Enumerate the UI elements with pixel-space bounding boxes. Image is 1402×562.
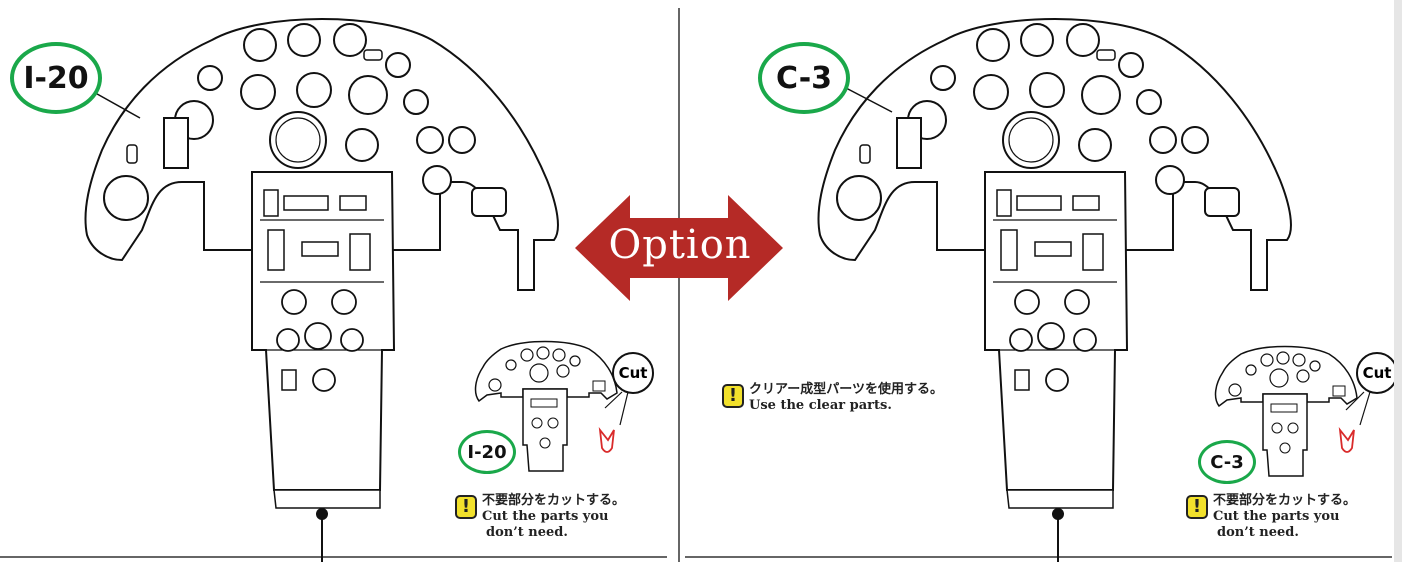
inset-label-c3: C-3	[1198, 440, 1256, 484]
page-edge-strip	[1394, 0, 1402, 562]
right-cut-badge: Cut	[1356, 352, 1398, 394]
inset-label-i20: I-20	[458, 430, 516, 474]
right-note-en-2: don’t need.	[1217, 525, 1299, 540]
right-cut-note: ! 不要部分をカットする。 Cut the parts you don’t ne…	[1186, 493, 1356, 541]
c3-leader-line	[845, 87, 893, 113]
clear-note-en: Use the clear parts.	[749, 398, 892, 413]
part-label-i20: I-20	[10, 42, 102, 114]
warning-icon: !	[455, 495, 477, 519]
clear-parts-note: ! クリアー成型パーツを使用する。 Use the clear parts.	[722, 382, 943, 414]
option-double-arrow	[575, 195, 783, 301]
right-note-en-1: Cut the parts you	[1213, 509, 1340, 524]
part-label-c3: C-3	[758, 42, 850, 114]
left-cut-note: ! 不要部分をカットする。 Cut the parts you don’t ne…	[455, 493, 625, 541]
panel-drawing-c3	[817, 9, 1292, 509]
i20-leader-line	[89, 89, 141, 119]
left-note-en-2: don’t need.	[486, 525, 568, 540]
left-cut-badge: Cut	[612, 352, 654, 394]
left-pointer-dot	[316, 508, 328, 520]
warning-icon: !	[1186, 495, 1208, 519]
right-cut-leader-2	[1359, 391, 1371, 426]
right-cut-leader	[1345, 391, 1365, 411]
clear-note-jp: クリアー成型パーツを使用する。	[749, 382, 943, 397]
warning-icon: !	[722, 384, 744, 408]
right-note-jp: 不要部分をカットする。	[1213, 493, 1357, 508]
right-cut-mark	[1338, 427, 1355, 453]
option-label: Option	[608, 222, 752, 268]
left-note-en-1: Cut the parts you	[482, 509, 609, 524]
right-pointer-dot	[1052, 508, 1064, 520]
left-cut-leader	[604, 391, 623, 409]
left-note-jp: 不要部分をカットする。	[482, 493, 626, 508]
left-cut-mark	[598, 427, 615, 453]
left-cut-leader-2	[619, 391, 629, 426]
